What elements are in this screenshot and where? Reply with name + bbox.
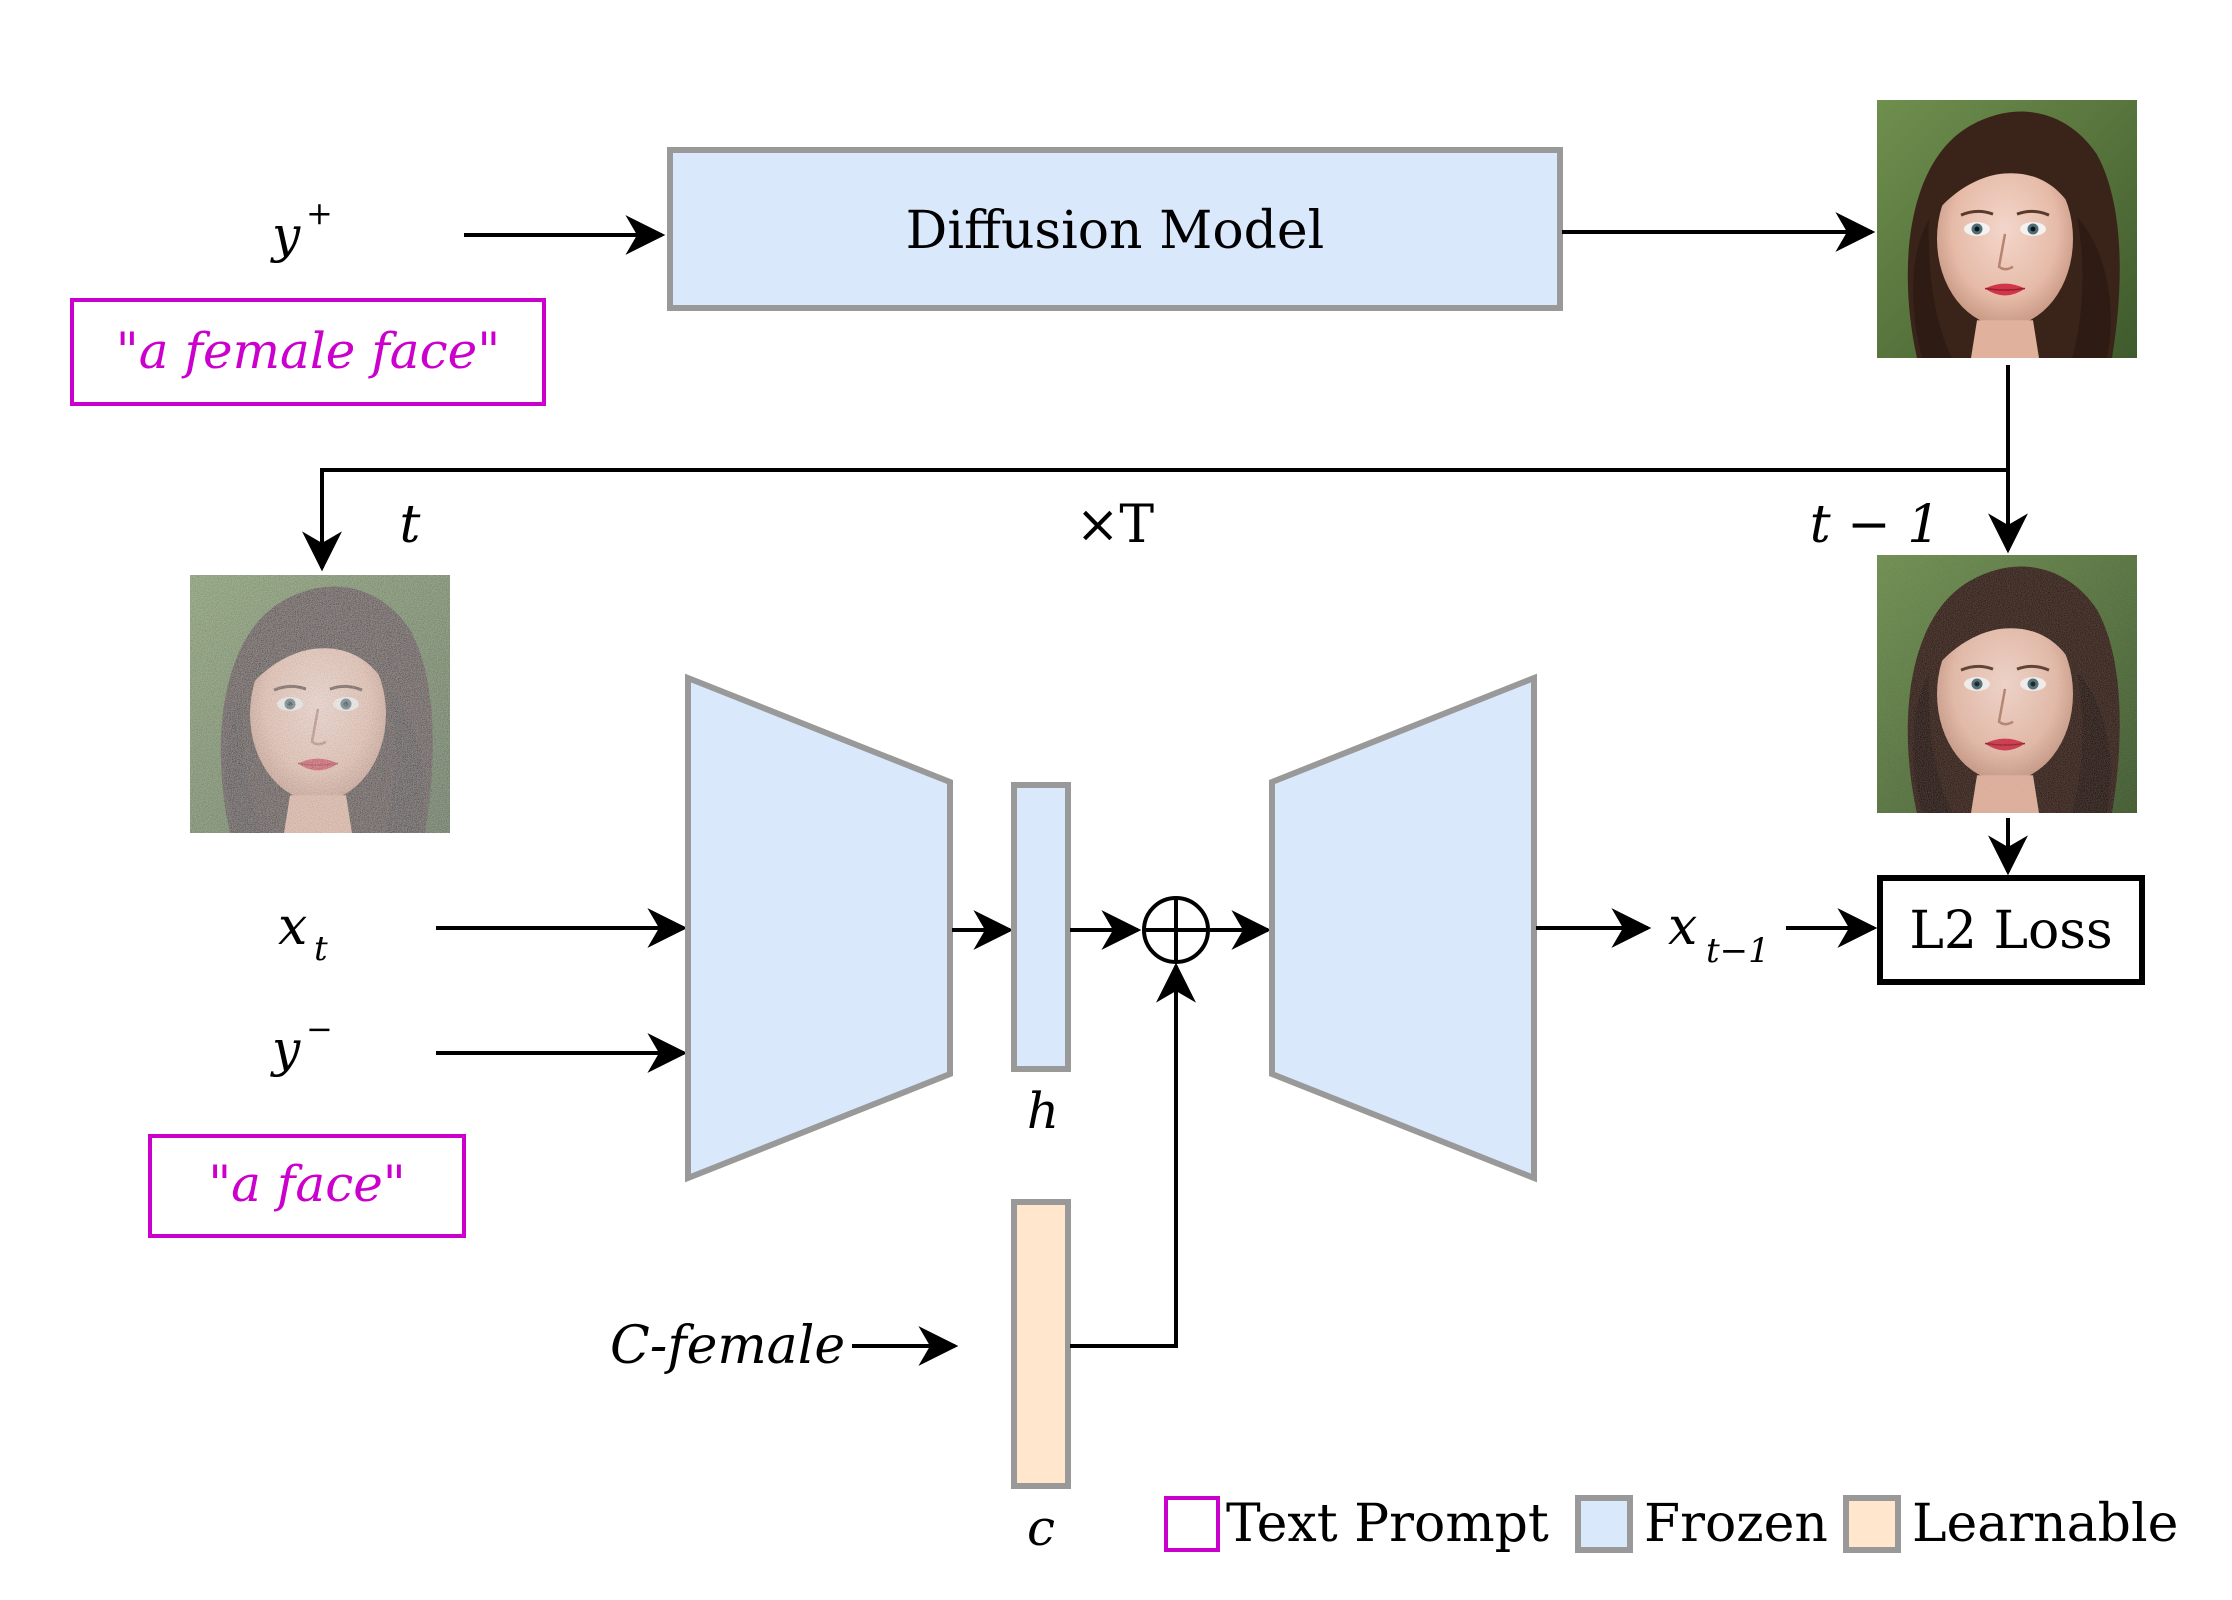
- unet-encoder: [685, 673, 953, 1183]
- h-label: h: [1027, 1082, 1059, 1140]
- noisy-face-image-xt: [190, 575, 450, 833]
- xt-subscript: t: [314, 929, 328, 969]
- noisy-face-image-target: [1877, 555, 2137, 813]
- clean-face-image: [1877, 100, 2137, 358]
- loop-line: [302, 365, 2010, 572]
- t-minus-1-label: t − 1: [1810, 495, 1941, 555]
- xt-label: x: [278, 897, 307, 957]
- y-plus-superscript: +: [306, 194, 333, 232]
- xt-minus-1-label: x: [1668, 897, 1697, 957]
- legend-swatch-text-prompt: [1164, 1496, 1220, 1552]
- y-minus-label: y: [270, 1020, 301, 1078]
- legend: Text Prompt Frozen Learnable: [1164, 1494, 2178, 1554]
- xt-minus-1-subscript: t−1: [1706, 931, 1770, 971]
- y-plus-label: y: [270, 206, 301, 264]
- arrow-c-to-sum: [1070, 962, 1196, 1348]
- sum-operator: [1142, 896, 1210, 964]
- legend-label-frozen: Frozen: [1644, 1494, 1828, 1554]
- legend-label-text-prompt: Text Prompt: [1226, 1494, 1549, 1554]
- prompt-text-female-face: "a female face": [116, 322, 500, 380]
- diffusion-model-box: [667, 147, 1563, 311]
- prompt-box-face: [148, 1134, 466, 1238]
- legend-swatch-frozen: [1575, 1495, 1633, 1553]
- l2-loss-label: L2 Loss: [1909, 901, 2112, 961]
- legend-swatch-learnable: [1843, 1495, 1901, 1553]
- c-label: c: [1027, 1499, 1055, 1557]
- prompt-text-face: "a face": [208, 1155, 406, 1213]
- c-female-label: C-female: [610, 1316, 845, 1376]
- c-learnable-bar: [1011, 1199, 1071, 1489]
- diffusion-model-label: Diffusion Model: [906, 201, 1325, 261]
- y-minus-superscript: −: [306, 1010, 333, 1048]
- unet-decoder: [1269, 673, 1537, 1183]
- h-bottleneck-bar: [1011, 782, 1071, 1072]
- t-label: t: [400, 495, 421, 555]
- legend-label-learnable: Learnable: [1912, 1494, 2178, 1554]
- prompt-box-female-face: [70, 298, 546, 406]
- times-T-label: ×T: [1076, 495, 1155, 555]
- l2-loss-box: [1877, 875, 2145, 985]
